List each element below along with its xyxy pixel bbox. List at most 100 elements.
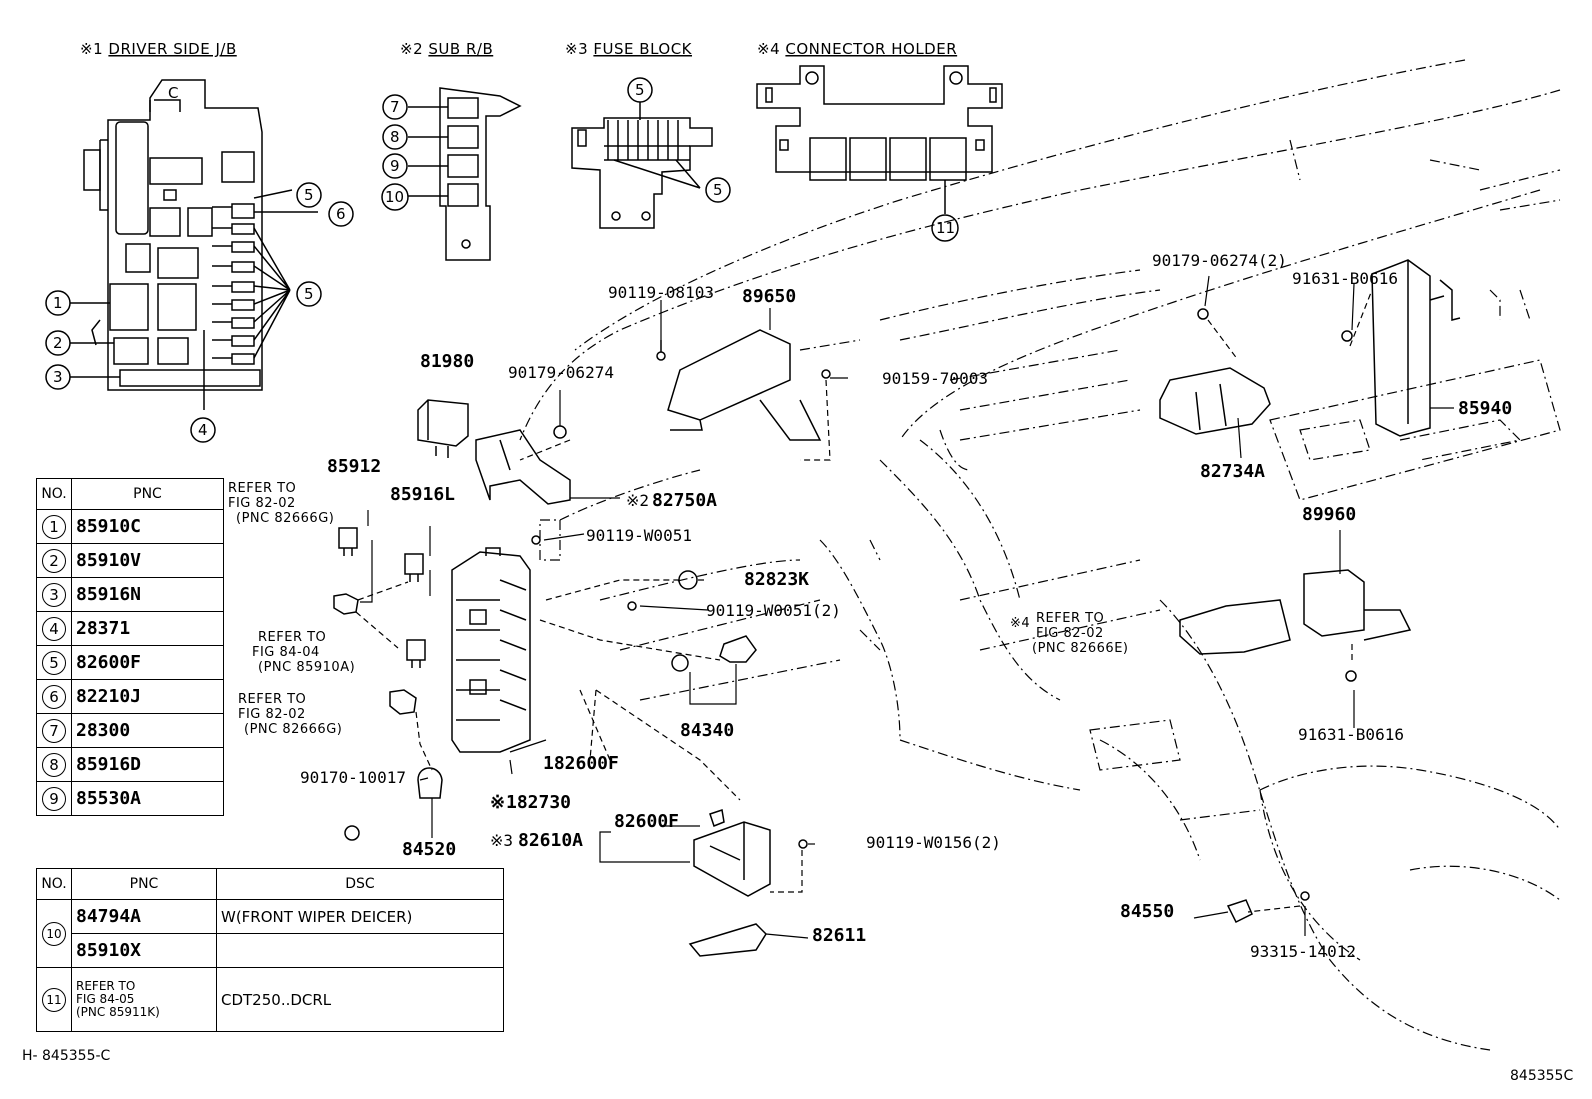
label-182730: 182730 (506, 792, 571, 813)
pnc-table-1: NO. PNC 1 85910C 2 85910V 3 85916N 4 283… (36, 478, 224, 816)
inset-4-title: CONNECTOR HOLDER (785, 40, 957, 58)
sub-num-8: 8 (390, 128, 400, 146)
table-row: 9 85530A (36, 781, 224, 816)
row-pnc: 85916D (71, 747, 224, 782)
label-82610A: 82610A (518, 830, 583, 851)
label-81980: 81980 (420, 351, 474, 372)
label-90119-W0051: 90119-W0051 (586, 526, 692, 545)
label-85912: 85912 (327, 456, 381, 477)
row-pnc: 85916N (71, 577, 224, 612)
row-number: 5 (42, 650, 66, 675)
row-number: 11 (42, 987, 66, 1012)
label-89650: 89650 (742, 286, 796, 307)
label-82611: 82611 (812, 925, 866, 946)
refer-note-1-l2: FIG 82-02 (228, 496, 296, 511)
jb-callout-numbers: 1 2 3 4 5 6 5 C (53, 84, 346, 439)
inset-3-title: FUSE BLOCK (593, 40, 692, 58)
inset-2-title: SUB R/B (428, 40, 493, 58)
label-90170-10017: 90170-10017 (300, 768, 406, 787)
refer-note-1-l1: REFER TO (228, 481, 296, 496)
row-refer-line-2: FIG 84-05 (76, 992, 135, 1006)
table-row: 3 85916N (36, 577, 224, 612)
row-number: 3 (42, 582, 66, 607)
table-row: 5 82600F (36, 645, 224, 680)
inset-3-marker: ※3 (565, 40, 588, 58)
connector-holder-drawing (756, 65, 1003, 242)
row-pnc: 85910V (71, 543, 224, 578)
fuse-block-numbers: 5 5 (635, 81, 723, 199)
refer-note-2-l3: (PNC 85910A) (258, 660, 355, 675)
row-dsc: CDT250..DCRL (216, 967, 504, 1032)
table1-header-no: NO. (36, 478, 72, 510)
table-row: 10 84794A W(FRONT WIPER DEICER) (36, 899, 504, 968)
label-182600F: 182600F (543, 753, 619, 774)
label-85940: 85940 (1458, 398, 1512, 419)
refer-note-4-l1: REFER TO (1036, 611, 1104, 626)
label-182730-marker: ※ (490, 792, 505, 813)
dashed-leaders (355, 289, 1373, 913)
refer-note-4-l3: (PNC 82666E) (1032, 641, 1129, 656)
row-number: 7 (42, 718, 66, 743)
row-pnc: 84794A (71, 899, 217, 934)
label-82823K: 82823K (744, 569, 809, 590)
holder-num-11: 11 (936, 219, 955, 237)
jb-num-6: 6 (336, 205, 346, 223)
fuse-num-5b: 5 (713, 181, 723, 199)
label-90179-06274: 90179-06274 (508, 363, 614, 382)
fuse-block-drawing (571, 77, 731, 229)
row-dsc: W(FRONT WIPER DEICER) (216, 899, 504, 934)
leader-lines (360, 275, 1454, 939)
sub-num-7: 7 (390, 98, 400, 116)
row-pnc: 82600F (71, 645, 224, 680)
table2-header-no: NO. (36, 868, 72, 900)
refer-note-4-marker: ※4 (1010, 616, 1030, 631)
label-90119-W0156: 90119-W0156(2) (866, 833, 1001, 852)
row-number: 1 (42, 514, 66, 539)
row-number: 6 (42, 684, 66, 709)
svg-text:※4 CONNECTOR HOLDER: ※4 CONNECTOR HOLDER (757, 40, 957, 58)
row-pnc: 85530A (71, 781, 224, 816)
label-85916L: 85916L (390, 484, 455, 505)
refer-notes: REFER TO FIG 82-02 (PNC 82666G) REFER TO… (228, 481, 1129, 737)
refer-note-4-l2: FIG 82-02 (1036, 626, 1104, 641)
dashboard-outline (519, 59, 1561, 1051)
row-number: 9 (42, 786, 66, 811)
table2-header-pnc: PNC (71, 868, 217, 900)
row-refer-line-3: (PNC 85911K) (76, 1005, 160, 1019)
label-84550: 84550 (1120, 901, 1174, 922)
table-row: 7 28300 (36, 713, 224, 748)
label-82610A-marker: ※3 (490, 831, 513, 850)
jb-num-3: 3 (53, 368, 63, 386)
footer-code-right: 845355C (1510, 1068, 1574, 1084)
label-82750A-marker: ※2 (626, 491, 649, 510)
jb-callouts (45, 182, 354, 443)
svg-text:※2 SUB R/B: ※2 SUB R/B (400, 40, 493, 58)
fuse-num-5a: 5 (635, 81, 645, 99)
label-90179-06274-2: 90179-06274(2) (1152, 251, 1287, 270)
label-90159-70003: 90159-70003 (882, 369, 988, 388)
row-number: 10 (42, 921, 66, 946)
inset-1-title: DRIVER SIDE J/B (108, 40, 236, 58)
table-row: 4 28371 (36, 611, 224, 646)
label-82734A: 82734A (1200, 461, 1265, 482)
svg-text:※1 DRIVER SIDE J/B: ※1 DRIVER SIDE J/B (80, 40, 237, 58)
refer-note-3-l2: FIG 82-02 (238, 707, 306, 722)
refer-note-1-l3: (PNC 82666G) (236, 511, 334, 526)
row-pnc: 85910C (71, 509, 224, 544)
row-refer-line-1: REFER TO (76, 979, 136, 993)
row-number: 8 (42, 752, 66, 777)
table2-header-dsc: DSC (216, 868, 504, 900)
table-row: 8 85916D (36, 747, 224, 782)
table-row: 2 85910V (36, 543, 224, 578)
pnc-table-2: NO. PNC DSC 10 84794A W(FRONT WIPER DEIC… (36, 868, 504, 1032)
footer-code-left: H- 845355-C (22, 1048, 111, 1064)
row-pnc: 28371 (71, 611, 224, 646)
refer-note-3-l1: REFER TO (238, 692, 306, 707)
svg-text:※3 FUSE BLOCK: ※3 FUSE BLOCK (565, 40, 693, 58)
label-91631-B0616: 91631-B0616 (1292, 269, 1398, 288)
label-82750A: 82750A (652, 490, 717, 511)
table-row: 11 REFER TO FIG 84-05 (PNC 85911K) CDT25… (36, 967, 504, 1032)
label-90119-08103: 90119-08103 (608, 283, 714, 302)
svg-text:C: C (168, 84, 179, 102)
